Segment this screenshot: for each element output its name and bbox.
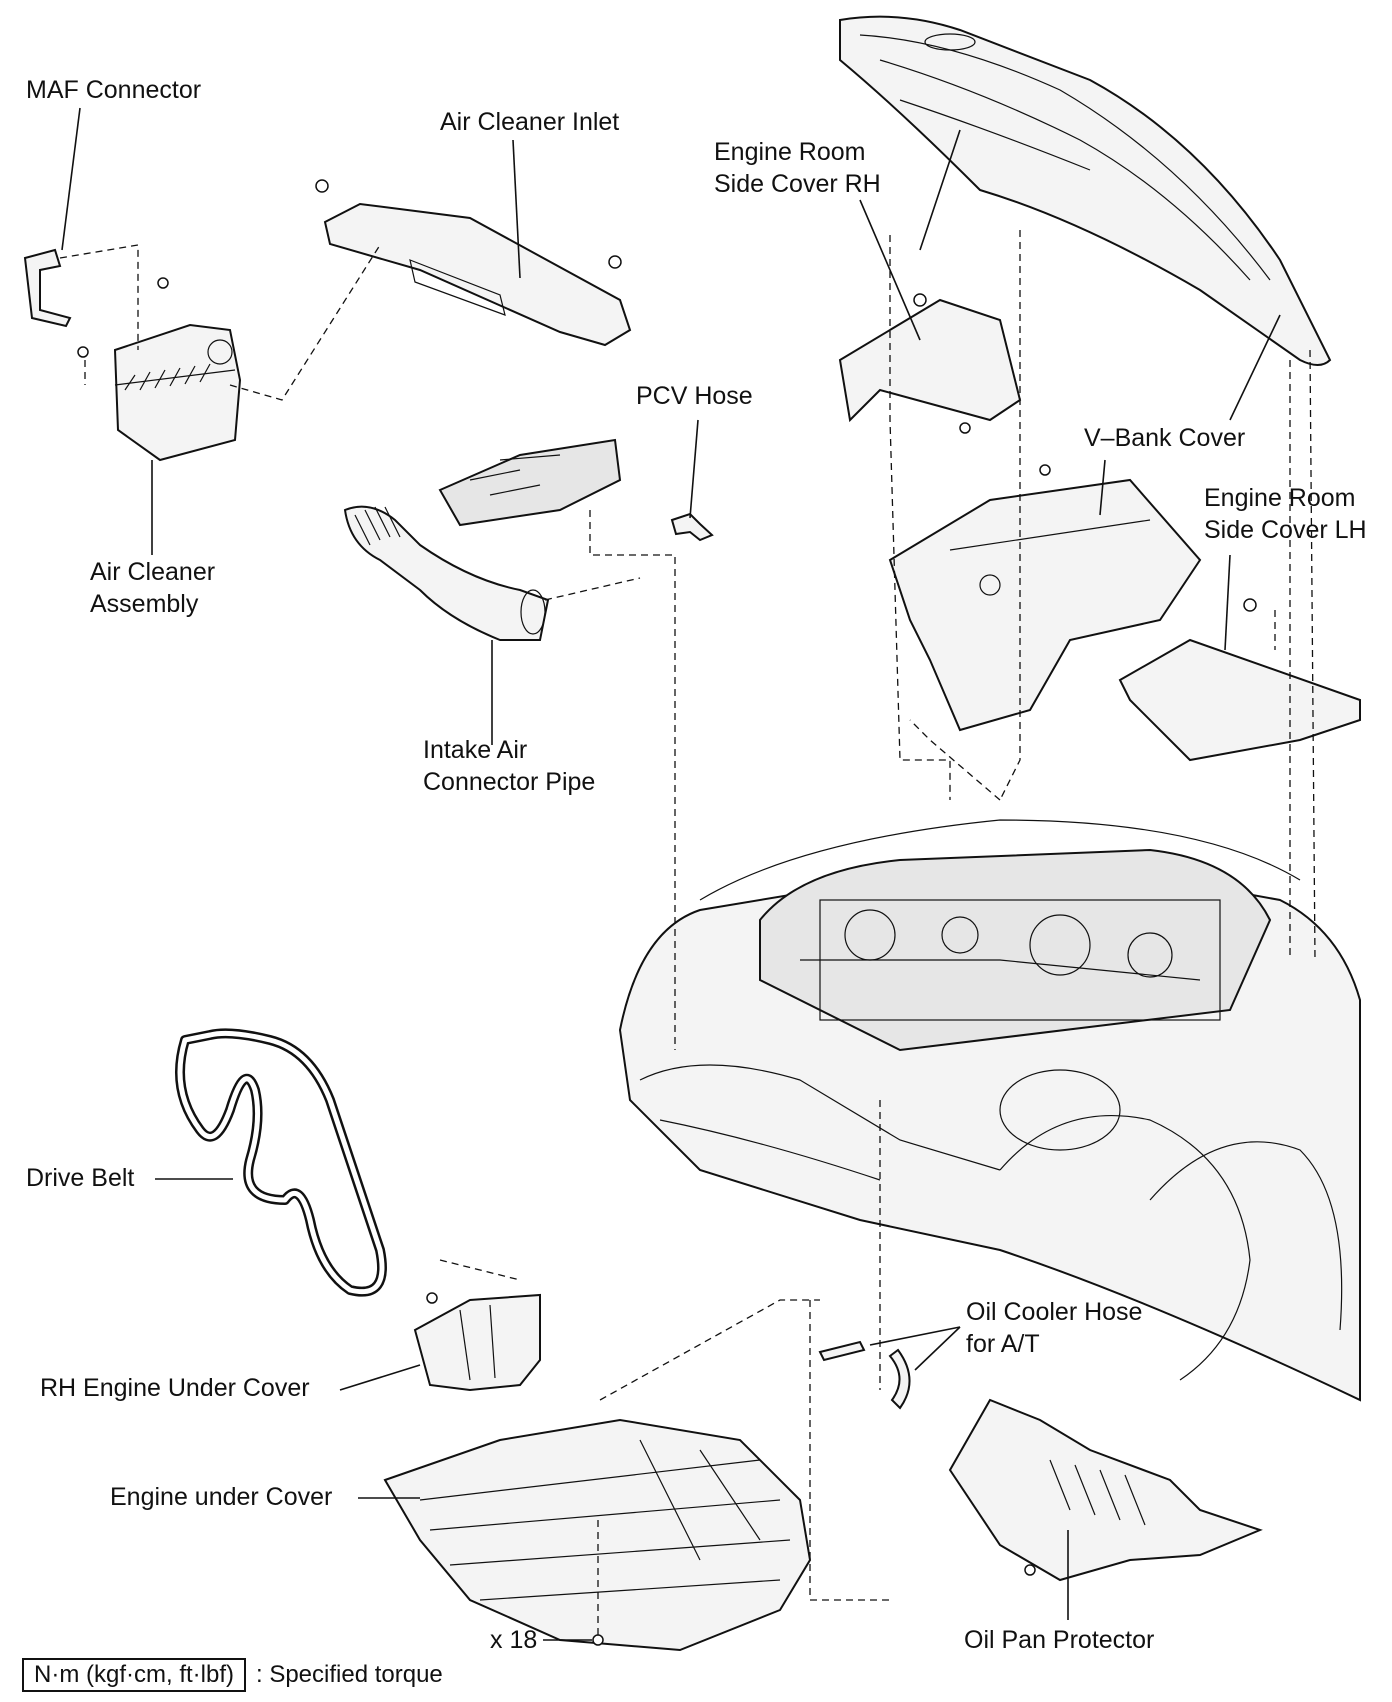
label-air-cleaner-inlet: Air Cleaner Inlet bbox=[440, 108, 620, 136]
label-rh-engine-under-cover: RH Engine Under Cover bbox=[40, 1374, 310, 1402]
label-engine-under-cover: Engine under Cover bbox=[110, 1483, 333, 1511]
torque-legend: N·m (kgf·cm, ft·lbf) : Specified torque bbox=[22, 1658, 443, 1692]
v-bank-cover bbox=[888, 422, 1202, 732]
pcv-hose bbox=[670, 419, 714, 542]
label-bolt-count: x 18 bbox=[490, 1626, 538, 1654]
rh-engine-under-cover bbox=[339, 1292, 541, 1392]
label-engine-room-side-cover-rh: Engine Room Side Cover RH bbox=[714, 138, 881, 198]
torque-legend-text: : Specified torque bbox=[255, 1661, 443, 1688]
hood-illustration bbox=[839, 15, 1332, 421]
intake-air-connector-pipe bbox=[343, 438, 622, 745]
air-cleaner-assembly bbox=[77, 277, 242, 555]
oil-pan-protector bbox=[948, 1398, 1263, 1620]
label-v-bank-cover: V–Bank Cover bbox=[1084, 424, 1246, 452]
label-oil-cooler-hose: Oil Cooler Hose for A/T bbox=[966, 1298, 1143, 1358]
engine-under-cover bbox=[358, 1418, 812, 1652]
label-intake-air-connector-pipe: Intake Air Connector Pipe bbox=[423, 736, 596, 796]
engine-room-side-cover-rh bbox=[838, 199, 1022, 423]
label-drive-belt: Drive Belt bbox=[26, 1164, 135, 1192]
drive-belt bbox=[155, 1028, 387, 1297]
label-oil-pan-protector: Oil Pan Protector bbox=[964, 1626, 1155, 1654]
car-front-illustration bbox=[618, 819, 1361, 1402]
torque-unit-box: N·m (kgf·cm, ft·lbf) bbox=[22, 1658, 246, 1692]
assembly-guide-lines bbox=[59, 230, 1316, 1635]
label-pcv-hose: PCV Hose bbox=[636, 382, 753, 410]
engine-room-side-cover-lh bbox=[1118, 554, 1361, 762]
label-engine-room-side-cover-lh: Engine Room Side Cover LH bbox=[1204, 484, 1367, 544]
label-air-cleaner-assembly: Air Cleaner Assembly bbox=[90, 558, 216, 618]
oil-cooler-hose bbox=[818, 1326, 961, 1410]
air-cleaner-inlet bbox=[315, 139, 632, 347]
label-maf-connector: MAF Connector bbox=[26, 76, 202, 104]
maf-connector bbox=[23, 107, 81, 328]
